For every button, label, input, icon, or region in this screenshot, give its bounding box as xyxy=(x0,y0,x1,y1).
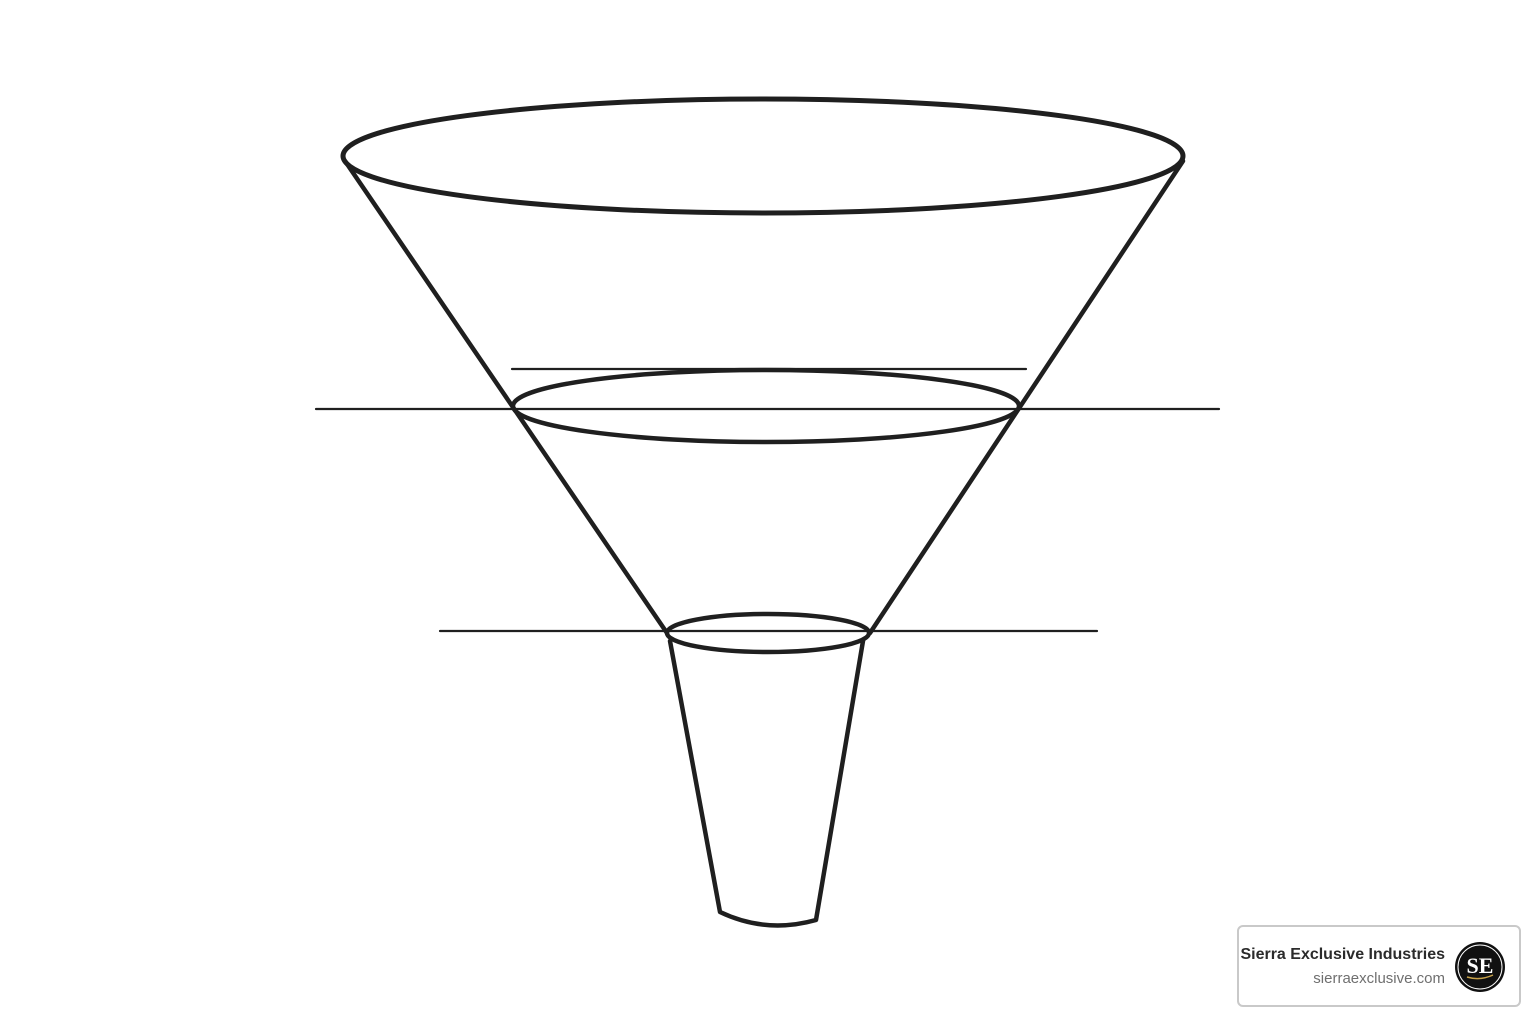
website-link[interactable]: sierraexclusive.com xyxy=(1313,970,1445,987)
funnel-neck-ring xyxy=(664,611,872,655)
company-name: Sierra Exclusive Industries xyxy=(1240,946,1445,963)
sierra-exclusive-logo-icon: SE xyxy=(1455,942,1505,992)
funnel-left-side xyxy=(342,158,670,636)
logo-monogram: SE xyxy=(1467,953,1494,978)
funnel-right-side xyxy=(867,158,1186,636)
funnel-top-rim xyxy=(340,96,1186,216)
funnel-middle-ring xyxy=(510,367,1022,445)
funnel-spout xyxy=(667,638,866,928)
brand-badge[interactable]: Sierra Exclusive Industries sierraexclus… xyxy=(1237,925,1521,1007)
